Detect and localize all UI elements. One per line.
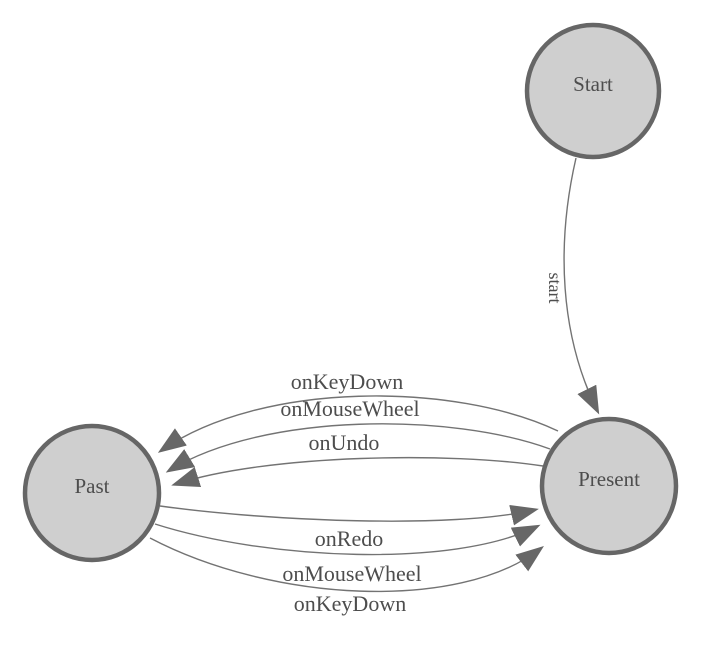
transition-curve: [159, 504, 539, 526]
transition-label: onKeyDown: [294, 591, 406, 616]
state-label: Start: [573, 72, 613, 96]
node-present[interactable]: Present: [539, 416, 679, 556]
node-start[interactable]: Start: [524, 22, 662, 160]
node-past[interactable]: Past: [22, 423, 162, 563]
transition-label: start: [545, 273, 565, 304]
transition-label: onMouseWheel: [280, 396, 419, 421]
transition-curve: [154, 523, 541, 556]
state-circle[interactable]: [22, 423, 162, 563]
edge-present-to-past-onmousewheel: onMouseWheel: [165, 396, 551, 473]
state-circle[interactable]: [524, 22, 662, 160]
transition-curve: [149, 537, 544, 593]
transition-curve: [157, 395, 559, 453]
edge-present-to-past-onundo: onUndo: [171, 430, 544, 488]
state-circle[interactable]: [539, 416, 679, 556]
edge-present-to-past-onkeydown: onKeyDown: [157, 369, 559, 453]
edge-past-to-present-onkeydown: onKeyDown: [149, 537, 544, 616]
edge-start-to-present-start: start: [545, 157, 600, 415]
transition-label: onKeyDown: [291, 369, 403, 394]
transition-curve: [171, 456, 544, 488]
edge-past-to-present-onredo: onRedo: [159, 504, 539, 551]
transition-label: onUndo: [309, 430, 380, 455]
state-label: Past: [74, 474, 109, 498]
state-label: Present: [578, 467, 640, 491]
transition-label: onRedo: [315, 526, 383, 551]
transition-label: onMouseWheel: [282, 561, 421, 586]
transition-curve: [563, 157, 600, 415]
edge-past-to-present-onmousewheel: onMouseWheel: [154, 523, 541, 586]
transition-curve: [165, 423, 551, 473]
